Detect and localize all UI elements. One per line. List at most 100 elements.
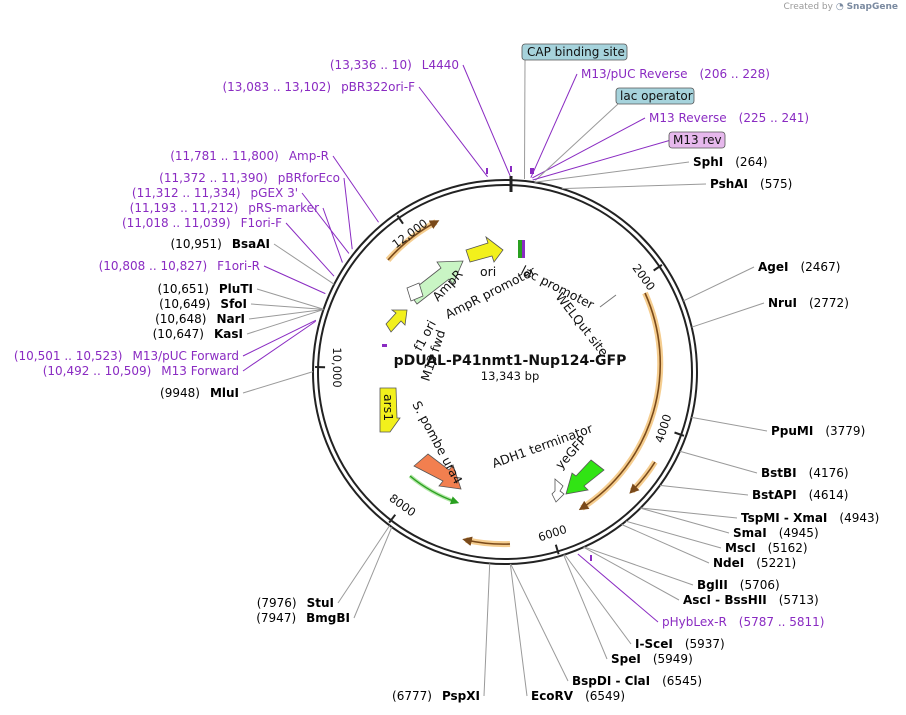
- enzyme-position: (5221): [756, 556, 796, 570]
- primer-m13-reverse[interactable]: M13 Reverse(225 .. 241): [649, 111, 809, 125]
- enzyme-msci[interactable]: MscI(5162): [725, 541, 808, 555]
- ura4-feature: [413, 453, 462, 490]
- primer-f1ori-r[interactable]: (10,808 .. 10,827)F1ori-R: [99, 259, 260, 273]
- primer-amp-r[interactable]: (11,781 .. 11,800)Amp-R: [170, 149, 329, 163]
- tick-2000: [653, 264, 663, 272]
- enzyme-position: (5162): [768, 541, 808, 555]
- primer-prs-marker[interactable]: (11,193 .. 11,212)pRS-marker: [130, 201, 319, 215]
- enzyme-sfoi[interactable]: (10,649) SfoI: [159, 297, 247, 311]
- enzyme-ecorv[interactable]: EcoRV(6549): [531, 689, 625, 703]
- enzyme-pluti[interactable]: (10,651)PluTI: [158, 282, 253, 296]
- leader-pspxi: [483, 563, 491, 697]
- leader-m13-puc-reverse: [530, 73, 578, 178]
- primer-name: M13/pUC Forward: [132, 349, 239, 363]
- credit-brand: SnapGene: [846, 2, 898, 12]
- enzyme-smai[interactable]: SmaI (4945): [733, 526, 819, 540]
- primer-l4440[interactable]: (13,336 .. 10)L4440: [330, 58, 459, 72]
- enzyme-nari[interactable]: (10,648)NarI: [155, 312, 245, 326]
- enzyme-name: PpuMI: [771, 424, 813, 438]
- primer-f1ori-f[interactable]: (11,018 .. 11,039)F1ori-F: [122, 216, 282, 230]
- primer-name: M13 Reverse: [649, 111, 727, 125]
- enzyme-stui[interactable]: (7976)StuI: [257, 596, 334, 610]
- enzyme-name: TspMI - XmaI: [741, 511, 827, 525]
- primer-range: (11,372 .. 11,390): [159, 171, 268, 185]
- enzyme-mlui[interactable]: (9948)MluI: [160, 386, 239, 400]
- tick-label-8000: 8000: [387, 491, 419, 519]
- enzyme-kasi[interactable]: (10,647)KasI: [153, 327, 243, 341]
- enzyme-bmgbi[interactable]: (7947)BmgBI: [256, 611, 350, 625]
- enzyme-name: SfoI: [220, 297, 247, 311]
- primer-range: (206 .. 228): [700, 67, 770, 81]
- primer-range: (5787 .. 5811): [739, 615, 825, 629]
- leader-smai: [640, 507, 730, 534]
- primer-name: pHybLex-R: [662, 615, 727, 629]
- primer-pgex-3[interactable]: (11,312 .. 11,334)pGEX 3': [132, 186, 298, 200]
- enzyme-position: (9948): [160, 386, 200, 400]
- enzyme-ppumi[interactable]: PpuMI (3779): [771, 424, 865, 438]
- enzyme-position: (10,651): [158, 282, 209, 296]
- leader-l4440: [462, 64, 511, 177]
- enzyme-name: SmaI: [733, 526, 767, 540]
- enzyme-bsaai[interactable]: (10,951)BsaAI: [171, 237, 271, 251]
- enzyme-name: AgeI: [758, 260, 788, 274]
- leader-cap-binding-site: [523, 59, 526, 179]
- primer-range: (11,018 .. 11,039): [122, 216, 231, 230]
- enzyme-tspmi-xmai[interactable]: TspMI - XmaI(4943): [741, 511, 879, 525]
- primer-pbr322ori-f[interactable]: (13,083 .. 13,102)pBR322ori-F: [222, 80, 415, 94]
- enzyme-bstbi[interactable]: BstBI(4176): [761, 466, 849, 480]
- primer-name: Amp-R: [289, 149, 329, 163]
- site-labels: SphI(264) PshAI(575) AgeI(2467) NruI(2772) P…: [14, 58, 879, 703]
- primer-m13-puc-forward[interactable]: (10,501 .. 10,523)M13/pUC Forward: [14, 349, 239, 363]
- enzyme-position: (7976): [257, 596, 297, 610]
- leader-m13-reverse: [532, 117, 646, 179]
- leader-amp-r: [332, 155, 379, 223]
- leader-prs-marker: [322, 207, 343, 263]
- primer-range: (10,492 .. 10,509): [43, 364, 152, 378]
- leader-spei: [563, 554, 608, 660]
- enzyme-ndei[interactable]: NdeI(5221): [713, 556, 796, 570]
- tick-8000: [388, 514, 397, 524]
- enzyme-i-scei[interactable]: I-SceI(5937): [635, 637, 725, 651]
- enzyme-bspdi-clai[interactable]: BspDI - ClaI(6545): [572, 674, 702, 688]
- enzyme-sphi[interactable]: SphI(264): [693, 155, 768, 169]
- enzyme-position: (4945): [779, 526, 819, 540]
- primer-pbrforeco[interactable]: (11,372 .. 11,390) pBRforEco: [159, 171, 340, 185]
- leader-sfoi: [250, 303, 324, 310]
- enzyme-name: I-SceI: [635, 637, 673, 651]
- enzyme-asci-bsshii[interactable]: AscI - BssHII(5713): [683, 593, 819, 607]
- enzyme-spei[interactable]: SpeI(5949): [611, 652, 693, 666]
- leader-bsaai: [273, 243, 335, 285]
- feature-shapes: [379, 166, 617, 561]
- enzyme-nrui[interactable]: NruI(2772): [768, 296, 849, 310]
- enzyme-name: PshAI: [710, 177, 748, 191]
- lac-promoter-feature: [518, 240, 523, 258]
- primer-name: pBRforEco: [278, 171, 340, 185]
- tick-4000: [674, 431, 685, 437]
- enzyme-name: EcoRV: [531, 689, 574, 703]
- credit-prefix: Created by: [783, 2, 833, 12]
- enzyme-position: (3779): [825, 424, 865, 438]
- leader-m13-puc-forward: [242, 319, 317, 357]
- enzyme-position: (10,647): [153, 327, 204, 341]
- primer-m13-forward[interactable]: (10,492 .. 10,509)M13 Forward: [43, 364, 239, 378]
- enzyme-bstapi[interactable]: BstAPI(4614): [752, 488, 848, 502]
- enzyme-name: BspDI - ClaI: [572, 674, 650, 688]
- leader-pshai: [561, 183, 707, 190]
- lac-operator-box: [615, 87, 695, 105]
- primer-phyblex-r[interactable]: pHybLex-R (5787 .. 5811): [662, 615, 824, 629]
- enzyme-pspxi[interactable]: (6777)PspXI: [392, 689, 480, 703]
- enzyme-position: (10,649): [159, 297, 210, 311]
- primer-m13-puc-reverse[interactable]: M13/pUC Reverse(206 .. 228): [581, 67, 770, 81]
- enzyme-agei[interactable]: AgeI(2467): [758, 260, 840, 274]
- enzyme-name: BstAPI: [752, 488, 797, 502]
- enzyme-pshai[interactable]: PshAI(575): [710, 177, 792, 191]
- enzyme-position: (6777): [392, 689, 432, 703]
- arc-small-right-line: [629, 461, 656, 494]
- enzyme-name: BsaAI: [232, 237, 270, 251]
- l4440-primer-mark: [510, 166, 512, 172]
- arc-bottom-line: [462, 536, 511, 546]
- leader-pluti: [256, 288, 324, 310]
- enzyme-bglii[interactable]: BglII(5706): [697, 578, 780, 592]
- tick-label-6000: 6000: [536, 522, 568, 544]
